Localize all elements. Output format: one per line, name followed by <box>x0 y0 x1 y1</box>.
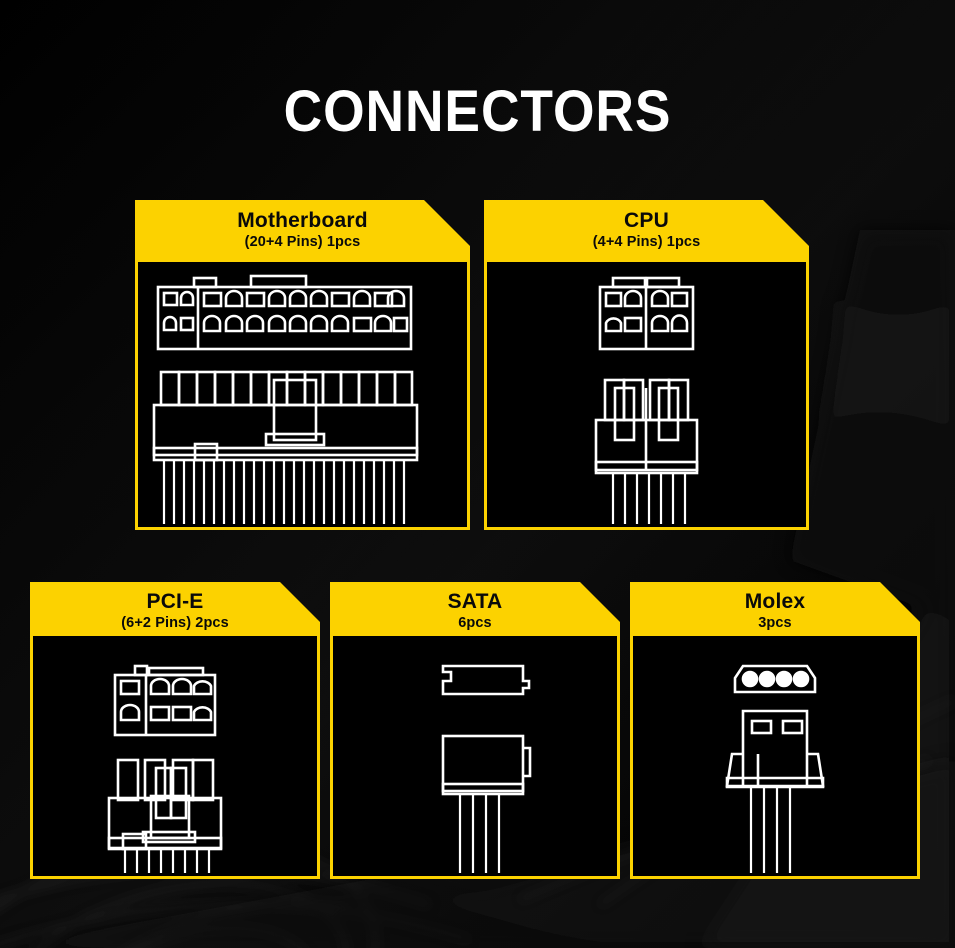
connector-card-sata: SATA 6pcs <box>330 582 620 879</box>
connector-card-cpu: CPU (4+4 Pins) 1pcs <box>484 200 809 530</box>
card-header-molex: Molex 3pcs <box>630 582 920 636</box>
card-title-pcie: PCI-E <box>146 590 204 613</box>
card-header-cpu: CPU (4+4 Pins) 1pcs <box>484 200 809 262</box>
connector-card-pcie: PCI-E (6+2 Pins) 2pcs <box>30 582 320 879</box>
cpu-8pin-connector-icon <box>594 276 699 524</box>
card-body-pcie <box>30 636 320 879</box>
card-body-molex <box>630 636 920 879</box>
card-header-sata: SATA 6pcs <box>330 582 620 636</box>
card-subtitle-cpu: (4+4 Pins) 1pcs <box>592 233 701 250</box>
connector-card-motherboard: Motherboard (20+4 Pins) 1pcs <box>135 200 470 530</box>
card-subtitle-pcie: (6+2 Pins) 2pcs <box>121 614 229 631</box>
card-title-motherboard: Motherboard <box>237 209 368 232</box>
card-subtitle-motherboard: (20+4 Pins) 1pcs <box>244 233 361 250</box>
card-header-pcie: PCI-E (6+2 Pins) 2pcs <box>30 582 320 636</box>
page-title: CONNECTORS <box>283 79 672 144</box>
card-body-cpu <box>484 262 809 530</box>
card-subtitle-molex: 3pcs <box>758 614 792 631</box>
pcie-8pin-connector-icon <box>107 664 223 873</box>
sata-power-connector-icon <box>441 664 532 873</box>
motherboard-24pin-connector-icon <box>152 274 419 524</box>
card-body-sata <box>330 636 620 879</box>
connector-card-molex: Molex 3pcs <box>630 582 920 879</box>
card-header-motherboard: Motherboard (20+4 Pins) 1pcs <box>135 200 470 262</box>
card-subtitle-sata: 6pcs <box>458 614 492 631</box>
card-body-motherboard <box>135 262 470 530</box>
card-title-cpu: CPU <box>624 209 669 232</box>
card-title-sata: SATA <box>447 590 503 613</box>
molex-4pin-connector-icon <box>725 664 825 873</box>
card-title-molex: Molex <box>744 590 806 613</box>
